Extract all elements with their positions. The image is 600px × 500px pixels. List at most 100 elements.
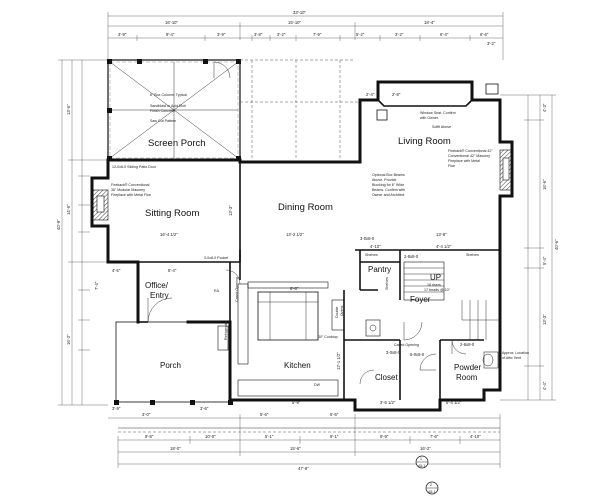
dim-t11: 3'-2"	[487, 41, 496, 46]
door-b: 2-8x8-0	[404, 254, 419, 259]
note-shelves-2: Shelves	[466, 253, 479, 257]
wall-l: 2'-8"	[392, 92, 401, 97]
label-porch: Porch	[160, 361, 181, 370]
dim-t2: 9'-4"	[166, 32, 175, 37]
dim-t3: 3'-9"	[217, 32, 226, 37]
door-a: 3-0x8-0	[360, 236, 375, 241]
dim-b8: 9'-9"	[380, 434, 389, 439]
dim-left-porch: 13'-6"	[66, 104, 71, 115]
dim-left-low: 16'-2"	[66, 334, 71, 345]
note-double-ovens-1: Double	[335, 307, 339, 318]
note-attic-2: of Attic Vent	[502, 356, 521, 360]
dim-porch-width: 16'-10"	[165, 20, 179, 25]
note-beams-3: Blocking for 6" Wide	[372, 183, 404, 187]
dim-t4: 3'-8"	[254, 32, 263, 37]
dim-t7: 5'-2"	[356, 32, 365, 37]
label-kitchen: Kitchen	[284, 361, 311, 370]
stairs	[403, 261, 500, 340]
wall-a: 4'-5"	[112, 268, 121, 273]
note-cooktop: 30" Cooktop	[318, 335, 338, 339]
label-screen-porch: Screen Porch	[148, 138, 206, 149]
dim-right5: 4'-4"	[542, 381, 547, 390]
label-office-1: Office/	[145, 281, 169, 290]
note-refrigerator: Refrigerator	[224, 320, 228, 340]
label-dining-room: Dining Room	[278, 202, 333, 213]
note-fp-sitting-2: 36" Modular Masonry	[111, 188, 145, 192]
note-saw-cut: Saw Cut Pattern	[150, 119, 176, 123]
dim-liv-w: 13'-8"	[436, 232, 447, 237]
dim-sit-d: 13'-3"	[228, 205, 233, 216]
note-shelves-3: Shelves	[385, 277, 389, 290]
note-attic-1: Approx. Location	[502, 351, 529, 355]
dim-din-w: 13'-2 1/2"	[286, 232, 304, 237]
dim-right3: 5'-4"	[542, 256, 547, 265]
note-pocket: 3-0x8-0 Pocket	[204, 256, 228, 260]
dim-right-width: 18'-4"	[424, 20, 435, 25]
note-risers-1: 18 risers	[427, 283, 441, 287]
bottom-dimensions: 47'-8" 18'-0" 15'-6" 16'-2" 9'-8" 10'-0"…	[108, 412, 501, 471]
dim-right1: 4'-3"	[542, 103, 547, 112]
dim-b11: 3'-0"	[142, 412, 151, 417]
dim-b7: 9'-1"	[330, 434, 339, 439]
fireplace-sitting	[91, 189, 109, 221]
note-beams-2: Above. Provide	[372, 178, 396, 182]
note-sandblast-1: Sandblast or Acid Etch	[150, 104, 186, 108]
wall-e: 3'-9"	[112, 406, 121, 411]
dim-b3: 16'-2"	[420, 446, 431, 451]
wall-m: 2'-4"	[366, 92, 375, 97]
dim-kit-w: 6'-8"	[290, 286, 299, 291]
fireplace-living	[499, 149, 513, 191]
dim-b6: 5'-1"	[265, 434, 274, 439]
top-dimensions: 33'-10" 16'-10" 15'-10" 18'-4" 3'-9" 9'-…	[107, 10, 504, 60]
wall-g: 6'-4 1/2"	[446, 400, 462, 405]
label-stair-up: UP	[430, 273, 441, 282]
note-soffit: Soffit Above	[432, 125, 451, 129]
dim-t5: 3'-2"	[277, 32, 286, 37]
dim-right2: 16'-6"	[542, 179, 547, 190]
label-powder-2: Room	[456, 373, 478, 382]
note-fp-living-4: Flue	[448, 164, 455, 168]
dim-b2: 15'-6"	[290, 446, 301, 451]
dim-sit-w: 16'-4 1/2"	[160, 232, 178, 237]
note-columns: 6" Box Column, Typical	[150, 93, 187, 97]
door-c: 2-6x8-0	[460, 342, 475, 347]
dim-right4: 13'-3"	[542, 314, 547, 325]
note-fp-sitting-1: Fireback® Conventional	[111, 183, 150, 187]
label-office-2: Entry	[150, 291, 169, 300]
dim-t1: 3'-9"	[118, 32, 127, 37]
dim-t10: 6'-6"	[480, 32, 489, 37]
wall-k: 7'-4"	[94, 281, 99, 290]
wall-c: 4'-10"	[370, 244, 381, 249]
dim-left-sit: 14'-6"	[66, 204, 71, 215]
note-beams-1: Optional Box Beams	[372, 173, 405, 177]
wall-d: 4'-4 1/2"	[436, 244, 452, 249]
kitchen-fixtures	[217, 281, 381, 397]
dim-b12: 5'-6"	[260, 412, 269, 417]
grade-lines	[118, 427, 500, 433]
dim-t8: 3'-2"	[395, 32, 404, 37]
note-beams-4: Beams. Confirm with	[372, 188, 405, 192]
note-risers-2: 17 treads @ 10"	[424, 288, 451, 292]
note-shelves-1: Shelves	[365, 253, 378, 257]
right-dimensions: 40'-6" 4'-3" 16'-6" 5'-4" 13'-3" 4'-4"	[500, 94, 559, 401]
section-markers: 1 A5.1 2 A5.1	[415, 455, 439, 495]
walls	[90, 59, 514, 412]
label-pantry: Pantry	[368, 265, 391, 274]
dim-t9: 6'-4"	[440, 32, 449, 37]
note-ra: RA	[214, 289, 220, 293]
dim-bottom-overall: 47'-8"	[298, 466, 309, 471]
dim-b1: 18'-0"	[170, 446, 181, 451]
interior-dimensions: 16'-4 1/2" 13'-2 1/2" 13'-8" 6'-8" 13'-3…	[94, 92, 475, 411]
label-closet: Closet	[375, 373, 398, 382]
note-sandblast-2: Finish Concrete	[150, 109, 175, 113]
dim-b13: 5'-6"	[330, 412, 339, 417]
dim-t6: 7'-9"	[313, 32, 322, 37]
section-marker-2: 2	[430, 483, 432, 487]
label-powder-1: Powder	[454, 363, 481, 372]
wall-f: 3'-6"	[200, 406, 209, 411]
note-window-seat-2: with Owner.	[420, 116, 439, 120]
note-cased-opening-b: Cased Opening	[394, 343, 419, 347]
section-marker-2-sheet: A5.1	[428, 490, 435, 494]
note-cased-opening-a: Cased Opening	[235, 277, 239, 302]
